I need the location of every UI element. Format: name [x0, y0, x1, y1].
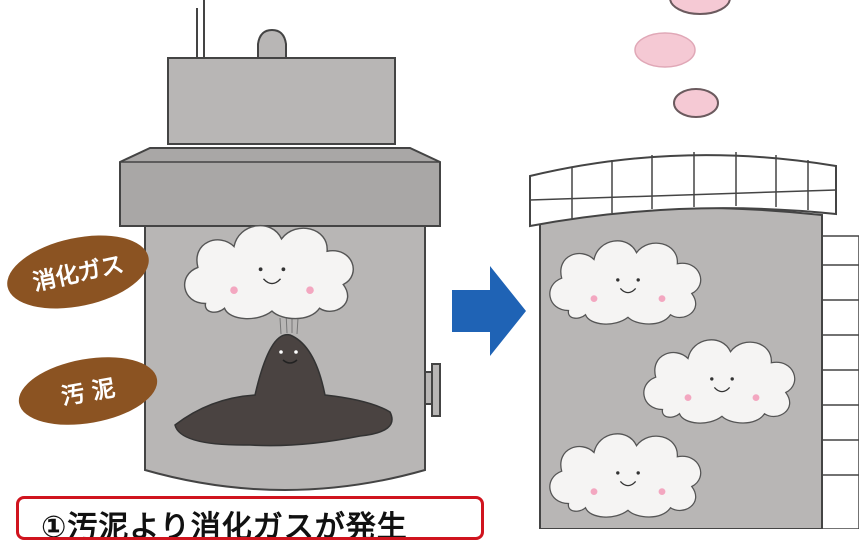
illustration-scene: 消化ガス 汚 泥: [7, 0, 859, 529]
caption-box: ①汚泥より消化ガスが発生: [16, 496, 484, 540]
right-arrow-icon: [452, 266, 526, 356]
gas-label-badge: 消化ガス: [7, 235, 149, 309]
gas-bubbles: [634, 0, 731, 118]
caption-text: ①汚泥より消化ガスが発生: [41, 510, 408, 540]
sludge-label-badge: 汚 泥: [18, 357, 158, 425]
